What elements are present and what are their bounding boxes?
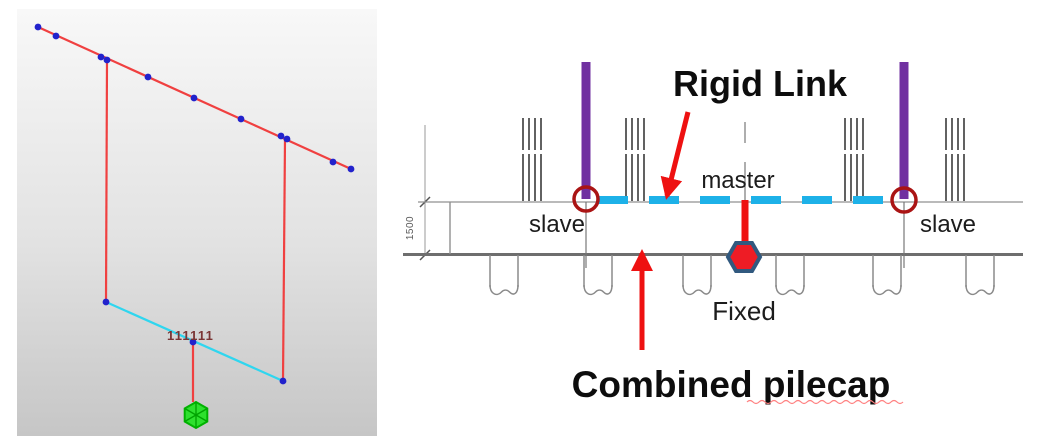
rigid-link-title: Rigid Link — [673, 63, 848, 104]
fixed-support-icon — [183, 400, 209, 430]
pile-shape — [965, 254, 995, 296]
spellcheck-squiggle — [746, 399, 904, 405]
fixed-support-marker — [725, 241, 763, 273]
slave-label-left: slave — [529, 211, 585, 238]
pile-shape — [775, 254, 805, 296]
slave-node-circle-right — [890, 186, 918, 214]
pile-shape — [872, 254, 902, 296]
model-viewport-background — [17, 9, 377, 436]
pier-column-right — [899, 62, 909, 199]
dimension-label: 1500 — [405, 216, 416, 240]
dowel-rebar-cluster — [844, 117, 864, 202]
pile-shape — [489, 254, 519, 296]
right-section-diagram: 1500 — [403, 62, 1023, 405]
slave-node-circle-left — [572, 185, 600, 213]
pier-member-line-left — [104, 59, 109, 303]
rigid-link-arrow — [660, 111, 691, 200]
slave-label-right: slave — [920, 211, 976, 238]
pile-shape — [583, 254, 613, 296]
combined-pilecap-caption: Combined pilecap — [572, 364, 891, 405]
pile-shape — [682, 254, 712, 296]
pier-column-left — [581, 62, 591, 199]
dowel-rebar-cluster — [522, 117, 542, 202]
node-id-label: 111111 — [167, 328, 214, 343]
dowel-rebar-cluster — [945, 117, 965, 202]
left-model-view: 111111 — [17, 9, 377, 436]
master-label: master — [701, 167, 774, 194]
fixed-label: Fixed — [712, 296, 776, 326]
pier-member-line-right — [281, 138, 287, 382]
node-dots — [34, 23, 355, 385]
dowel-rebar-cluster — [625, 117, 645, 202]
